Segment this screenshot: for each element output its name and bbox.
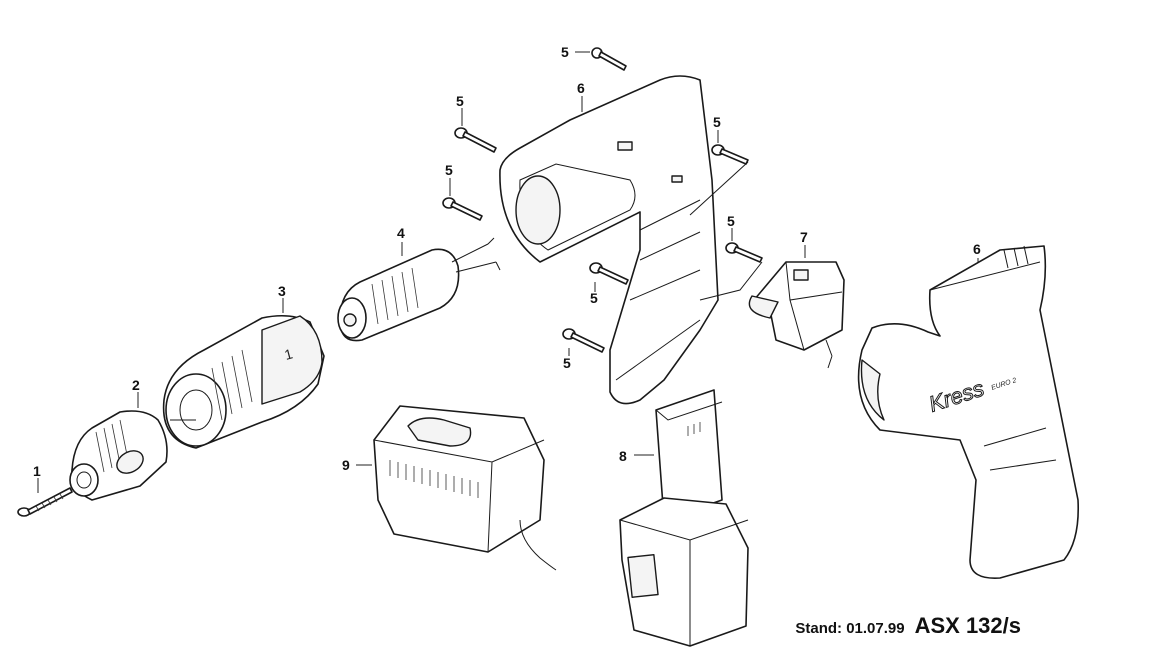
callout-2: 2 (132, 377, 140, 393)
callout-5-left-lower: 5 (445, 162, 453, 178)
part-6-housing-half-closed (857, 245, 1080, 579)
part-6-housing-half-open (499, 75, 719, 405)
part-9-charger (356, 405, 557, 571)
callout-4: 4 (397, 225, 405, 241)
callout-7: 7 (800, 229, 808, 245)
part-5-screw-top (575, 47, 627, 71)
callout-3: 3 (278, 283, 286, 299)
callout-6-right: 6 (973, 241, 981, 257)
part-1-screw (17, 478, 73, 517)
footer-model-name: ASX 132/s (914, 613, 1021, 638)
part-3-gearbox: 1 (162, 298, 325, 449)
part-5-screw-right-upper (689, 130, 749, 216)
part-5-screw-left-lower (442, 178, 483, 221)
callout-5-mid: 5 (590, 290, 598, 306)
part-4-motor (337, 237, 501, 342)
part-7-switch (748, 245, 845, 369)
callout-1: 1 (33, 463, 41, 479)
part-2-chuck (69, 392, 168, 501)
callout-6-left: 6 (577, 80, 585, 96)
callout-5-right-lower: 5 (727, 213, 735, 229)
callout-8: 8 (619, 448, 627, 464)
callout-5-top: 5 (561, 44, 569, 60)
svg-text:1: 1 (283, 345, 295, 363)
callout-5-left-upper: 5 (456, 93, 464, 109)
part-5-screw-bottom (562, 328, 605, 356)
part-5-screw-mid (589, 262, 629, 292)
footer-stand-date: Stand: 01.07.99 (795, 620, 905, 637)
callout-5-bottom: 5 (563, 355, 571, 371)
footer: Stand: 01.07.99 ASX 132/s (795, 613, 1021, 639)
callout-5-right-upper: 5 (713, 114, 721, 130)
callout-9: 9 (342, 457, 350, 473)
part-5-screw-left-upper (454, 108, 497, 153)
part-8-battery (619, 389, 749, 647)
part-5-screw-right-lower (699, 228, 763, 301)
